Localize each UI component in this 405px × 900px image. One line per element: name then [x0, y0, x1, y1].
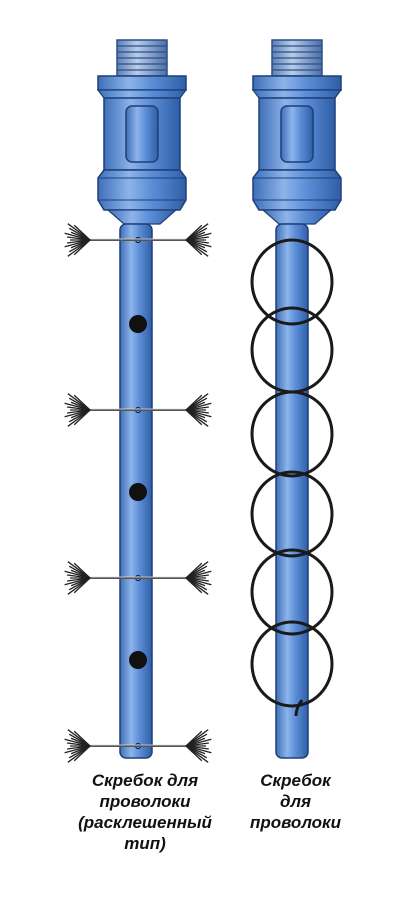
bore-hole — [129, 651, 147, 669]
coil-tail — [294, 699, 304, 717]
bristle-rows — [64, 223, 212, 763]
wrench-flat — [125, 105, 159, 163]
collar-taper — [96, 89, 188, 99]
bristle-brush — [64, 393, 91, 427]
caption-line: Скребок — [260, 771, 331, 790]
flared-wire-scratcher — [64, 39, 212, 763]
bristle-brush — [64, 223, 91, 257]
bristle-brush — [185, 729, 212, 763]
caption-line: тип) — [124, 834, 166, 853]
caption-line: для — [279, 792, 312, 811]
bristle-row — [64, 729, 212, 763]
coil-loop — [250, 548, 334, 636]
coil-loop — [250, 390, 334, 478]
wire-coil — [250, 238, 334, 717]
bore-hole — [129, 315, 147, 333]
shaft-taper — [106, 209, 178, 225]
bristle-row — [64, 561, 212, 595]
caption-line: проволоки — [99, 792, 191, 811]
bristle-row — [64, 393, 212, 427]
shaft-taper — [261, 209, 333, 225]
caption-line: Скребок для — [91, 771, 199, 790]
lower-collar — [97, 169, 187, 211]
bristle-row — [64, 223, 212, 257]
bore-hole — [129, 483, 147, 501]
caption-coil-scratcher: Скребок для проволоки — [228, 770, 363, 833]
coil-wire-scratcher — [250, 39, 343, 759]
bristle-brush — [185, 561, 212, 595]
bristle-brush — [185, 393, 212, 427]
collar-taper — [251, 89, 343, 99]
upper-collar — [97, 75, 187, 91]
caption-line: проволоки — [249, 813, 342, 832]
caption-line: (расклешенный — [78, 813, 212, 832]
coil-loop — [250, 470, 334, 558]
wrench-flat — [280, 105, 314, 163]
bristle-brush — [64, 561, 91, 595]
thread-pin — [271, 39, 323, 77]
lower-collar — [252, 169, 342, 211]
shaft — [275, 223, 309, 759]
bristle-brush — [185, 223, 212, 257]
coil-loop — [250, 620, 334, 708]
coil-loop — [250, 238, 334, 326]
thread-pin — [116, 39, 168, 77]
bristle-brush — [64, 729, 91, 763]
caption-flared-scratcher: Скребок для проволоки (расклешенный тип) — [55, 770, 235, 854]
upper-collar — [252, 75, 342, 91]
